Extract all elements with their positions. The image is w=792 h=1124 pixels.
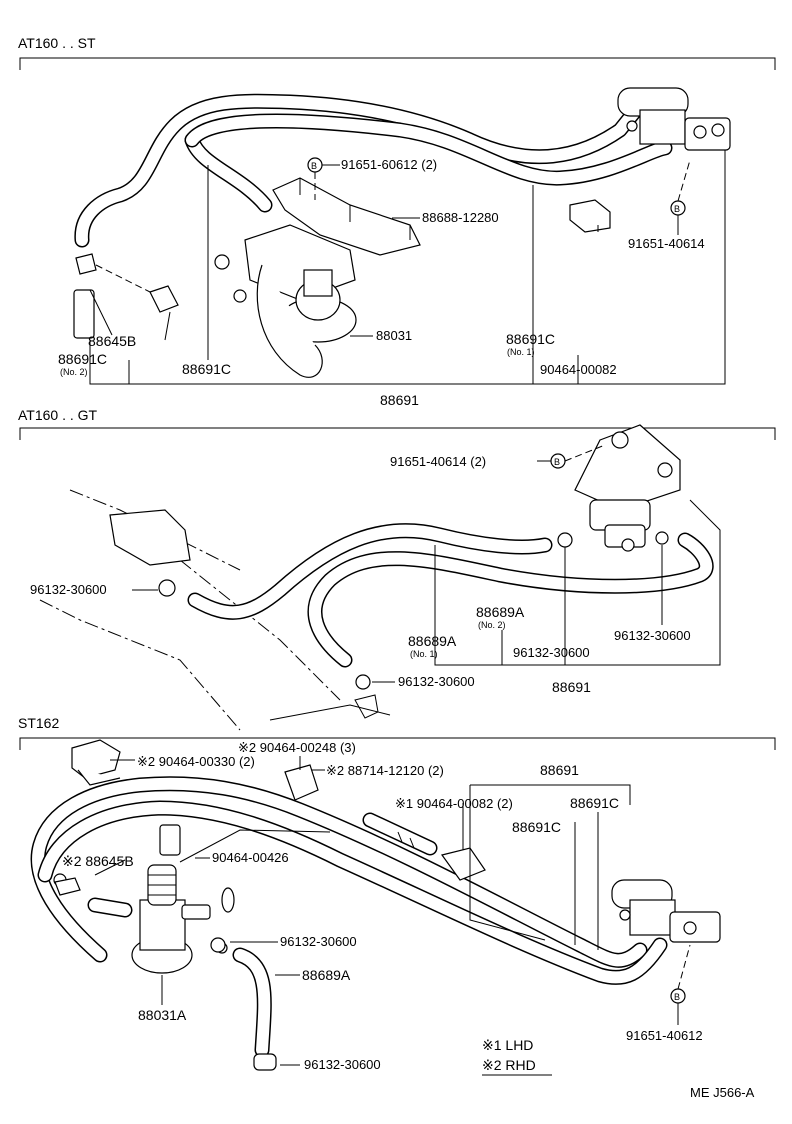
part-88691c-a: 88691C	[570, 795, 619, 811]
part-88645b-st162: ※2 88645B	[62, 853, 134, 869]
svg-text:B: B	[311, 161, 317, 171]
hose-brackets	[71, 739, 486, 881]
hose-segment	[362, 812, 438, 856]
part-91651-40614-2: 91651-40614 (2)	[390, 454, 486, 469]
part-91651-60612: 91651-60612 (2)	[341, 157, 437, 172]
vacuum-actuator-st162	[131, 824, 235, 974]
part-90464-00082: 90464-00082	[540, 362, 617, 377]
part-88031a: 88031A	[138, 1007, 187, 1023]
part-88691-gt: 88691	[552, 679, 591, 695]
label-no2: (No. 2)	[60, 367, 88, 377]
vacuum-actuator	[214, 224, 357, 378]
part-88691c-no2: 88691C	[58, 351, 107, 367]
svg-text:B: B	[674, 992, 680, 1002]
section-st162: ST162	[18, 715, 776, 1072]
part-91651-40614: 91651-40614	[628, 236, 705, 251]
part-90464-00426: 90464-00426	[212, 850, 289, 865]
bolt-marker: B B	[307, 157, 691, 216]
part-88689a-no1: 88689A	[408, 633, 457, 649]
part-96132-30600-mid: 96132-30600	[513, 645, 590, 660]
vacuum-switching-valve-st162	[611, 879, 721, 943]
part-88691: 88691	[380, 392, 419, 408]
tee-connector-and-hoses	[73, 253, 179, 339]
bracket	[272, 177, 421, 256]
vacuum-hose-st162	[30, 776, 668, 1058]
part-88691c: 88691C	[182, 361, 231, 377]
part-91651-40612: 91651-40612	[626, 1028, 703, 1043]
part-88691-st162: 88691	[540, 762, 579, 778]
label-no2-gt: (No. 2)	[478, 620, 506, 630]
part-96132-30600-bot: 96132-30600	[398, 674, 475, 689]
part-96132-30600-right: 96132-30600	[614, 628, 691, 643]
legend: ※1 LHD ※2 RHD	[482, 1037, 552, 1076]
hose-clamps-gt	[158, 531, 669, 690]
section-title-at160-gt: AT160 . . GT	[18, 407, 98, 423]
label-no1: (No. 1)	[507, 347, 535, 357]
hose-clamps-st162	[53, 873, 277, 1071]
vacuum-hose-assembly	[74, 93, 673, 248]
part-88714-12120: ※2 88714-12120 (2)	[326, 763, 444, 778]
part-88031: 88031	[376, 328, 412, 343]
part-90464-00248: ※2 90464-00248 (3)	[238, 740, 356, 755]
part-88689a: 88689A	[302, 967, 351, 983]
bolt-marker-gt: B	[550, 444, 606, 469]
part-88691c-b: 88691C	[512, 819, 561, 835]
part-88691c-no1: 88691C	[506, 331, 555, 347]
legend-lhd: ※1 LHD	[482, 1037, 533, 1053]
part-96132-30600-left: 96132-30600	[30, 582, 107, 597]
section-at160-st: AT160 . . ST	[18, 35, 776, 408]
legend-rhd: ※2 RHD	[482, 1057, 536, 1073]
vacuum-switching-valve	[617, 87, 731, 151]
part-96132-30600-b: 96132-30600	[304, 1057, 381, 1072]
section-title-at160-st: AT160 . . ST	[18, 35, 96, 51]
part-90464-00082: ※1 90464-00082 (2)	[395, 796, 513, 811]
part-88688-12280: 88688-12280	[422, 210, 499, 225]
label-no1-gt: (No. 1)	[410, 649, 438, 659]
part-88689a-no2: 88689A	[476, 604, 525, 620]
engine-outline	[39, 489, 391, 731]
part-88645b: 88645B	[88, 333, 136, 349]
section-title-st162: ST162	[18, 715, 59, 731]
svg-text:B: B	[554, 457, 560, 467]
part-96132-30600-a: 96132-30600	[280, 934, 357, 949]
bolt-marker-st162: B	[670, 944, 691, 1004]
section-frame	[19, 57, 776, 70]
hose-clamp	[569, 199, 611, 233]
section-at160-gt: AT160 . . GT	[18, 407, 776, 731]
vacuum-hose-gt	[187, 523, 714, 668]
part-90464-00330: ※2 90464-00330 (2)	[137, 754, 255, 769]
svg-text:B: B	[674, 204, 680, 214]
diagram-code: ME J566-A	[690, 1085, 755, 1100]
